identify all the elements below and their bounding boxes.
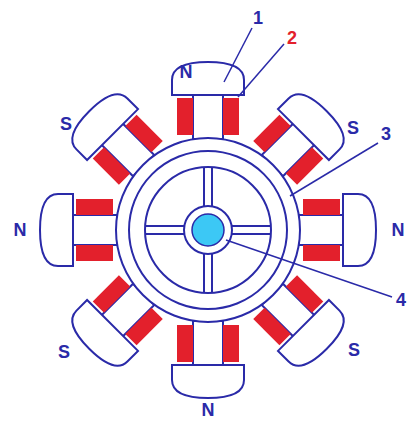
callout-number: 4	[396, 291, 406, 309]
spoke-line	[211, 167, 213, 206]
leader-line	[238, 44, 284, 97]
rotor-ring	[145, 167, 271, 293]
coil-winding	[303, 199, 340, 215]
pole-stem	[193, 93, 223, 139]
callout-number: 1	[253, 9, 263, 27]
pole-shoe	[40, 194, 73, 266]
pole-letter: S	[60, 115, 72, 133]
stator-pole	[299, 194, 376, 266]
rotor-ring	[129, 151, 287, 309]
callout-number: 2	[287, 29, 297, 47]
pole-stem	[71, 215, 117, 245]
spoke-line	[211, 254, 213, 293]
spoke-line	[203, 254, 205, 293]
motor-body	[40, 62, 376, 398]
pole-shoe	[278, 300, 352, 374]
pole-letter: S	[348, 341, 360, 359]
rotor-spoke	[204, 167, 212, 206]
coil-winding	[253, 308, 290, 345]
leader-line	[290, 143, 378, 196]
pole-stem	[299, 215, 345, 245]
spoke-line	[232, 233, 271, 235]
coil-winding	[125, 115, 162, 152]
spoke-line	[145, 233, 184, 235]
leader-line	[224, 28, 252, 82]
coil-winding	[223, 325, 239, 362]
rotor-spoke	[204, 254, 212, 293]
callout-number: 3	[381, 125, 391, 143]
spoke-line	[145, 225, 184, 227]
coil-winding	[93, 275, 130, 312]
stator-pole	[172, 62, 244, 139]
coil-winding	[223, 98, 239, 135]
pole-letter: N	[202, 401, 215, 419]
pole-shoe	[343, 194, 376, 266]
pole-letter: N	[180, 63, 193, 81]
pole-letter: S	[58, 343, 70, 361]
coil-winding	[76, 245, 113, 261]
pole-stem	[193, 321, 223, 367]
coil-winding	[303, 245, 340, 261]
rotor-ring	[116, 138, 300, 322]
pole-letter: N	[14, 221, 27, 239]
coil-winding	[93, 147, 130, 184]
spoke-line	[203, 167, 205, 206]
spoke-line	[232, 225, 271, 227]
coil-winding	[76, 199, 113, 215]
shaft	[192, 214, 224, 246]
pole-letter: S	[347, 119, 359, 137]
stator-pole	[40, 194, 117, 266]
pole-shoe	[278, 86, 352, 160]
coil-winding	[177, 325, 193, 362]
rotor-spoke	[145, 226, 184, 234]
pole-shoe	[172, 365, 244, 398]
pole-shoe	[172, 62, 244, 95]
pole-shoe	[64, 300, 138, 374]
rotor-spoke	[232, 226, 271, 234]
leader-line	[226, 240, 392, 297]
coil-winding	[286, 275, 323, 312]
pole-shoe	[64, 86, 138, 160]
coil-winding	[253, 115, 290, 152]
coil-winding	[125, 308, 162, 345]
stator-pole	[172, 321, 244, 398]
coil-winding	[177, 98, 193, 135]
pole-letter: N	[392, 221, 405, 239]
shaft-ring	[184, 206, 232, 254]
